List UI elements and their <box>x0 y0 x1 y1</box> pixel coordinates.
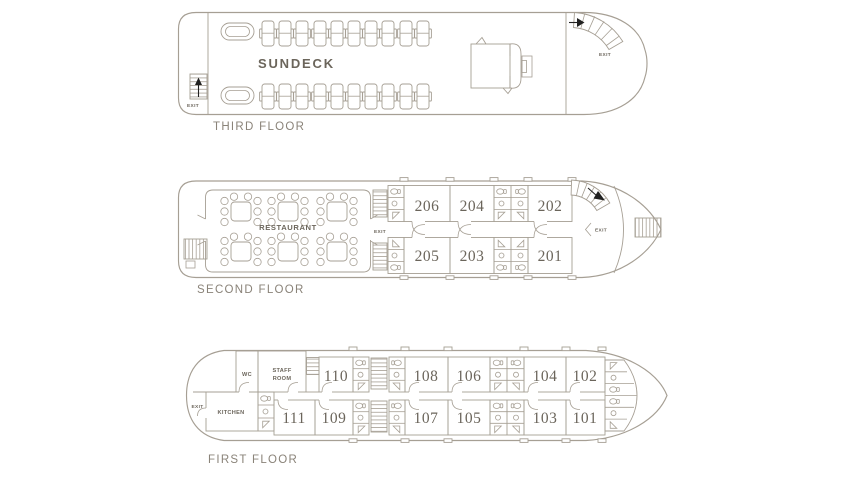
exit-label-first-aft: EXIT <box>191 404 203 410</box>
deck-chair-icon <box>397 20 415 47</box>
deck-chair-icon <box>259 83 277 110</box>
gangway-second <box>634 217 662 238</box>
restaurant-label: RESTAURANT <box>259 223 317 232</box>
kitchen-label: KITCHEN <box>218 410 245 416</box>
bathroom-unit <box>387 237 405 274</box>
stair-up-arrow-icon <box>195 77 202 85</box>
door-swings-second <box>411 219 548 240</box>
cabin-102-number: 102 <box>573 368 598 385</box>
stair-arrow-icon <box>577 18 585 27</box>
cabin-201-number: 201 <box>538 248 563 265</box>
bathroom-unit <box>352 356 370 393</box>
corridor-exit-chevron <box>584 222 592 237</box>
deck-chair-icon <box>276 20 294 47</box>
bathroom-unit <box>257 391 275 432</box>
wc-label: WC <box>242 372 252 378</box>
exit-label-second-fwd: EXIT <box>595 228 607 234</box>
deck-third: EXIT <box>177 11 648 133</box>
deck-chair-icon <box>345 83 363 110</box>
cabin-101-number: 101 <box>573 410 598 427</box>
stair-arrow-icon <box>593 191 605 201</box>
deck-chair-icon <box>259 20 277 47</box>
cabin-105-number: 105 <box>457 410 482 427</box>
cabin-109-number: 109 <box>322 410 347 427</box>
bathroom-unit <box>387 185 405 222</box>
deck-chair-icon <box>345 20 363 47</box>
deck-chair-icon <box>328 20 346 47</box>
cabin-204-number: 204 <box>460 198 485 215</box>
staircase-mid-second <box>372 189 388 271</box>
sun-table-top <box>220 22 255 41</box>
third-floor-label: THIRD FLOOR <box>213 121 305 133</box>
restaurant: RESTAURANT <box>197 189 378 273</box>
sun-table-bottom <box>220 86 255 105</box>
staff-room-label-line1: STAFF <box>272 368 291 374</box>
room-staff: STAFF ROOM <box>257 350 307 393</box>
hull-notches-second <box>399 177 577 280</box>
second-hull-outline <box>177 180 662 279</box>
cabin-206-number: 206 <box>415 198 440 215</box>
staircase-fwd-third <box>569 12 624 51</box>
hull-notches-first <box>348 346 607 443</box>
deck-chair-icon <box>379 20 397 47</box>
deck-chair-icon <box>311 83 329 110</box>
bathroom-unit <box>489 356 525 393</box>
staircase-aft-second <box>183 238 208 269</box>
wheelhouse <box>470 36 533 95</box>
deck-chair-icon <box>311 20 329 47</box>
staff-room-label-line2: ROOM <box>273 376 292 382</box>
door-swings-first <box>238 382 581 410</box>
deck-chair-icon <box>397 83 415 110</box>
deck-chair-icon <box>414 83 432 110</box>
bathroom-unit <box>489 399 525 436</box>
bathroom-unit <box>388 399 406 436</box>
staircase-mid-first <box>370 357 388 433</box>
cabin-110-number: 110 <box>324 368 348 385</box>
bathroom-unit <box>493 237 529 274</box>
staircase-fwd-second <box>570 179 611 212</box>
deck-chair-icon <box>414 20 432 47</box>
exit-label-third-aft: EXIT <box>187 103 199 109</box>
exit-label-second-mid: EXIT <box>374 229 386 235</box>
cabin-111-number: 111 <box>282 410 306 427</box>
bathroom-unit <box>388 356 406 393</box>
exit-label-third-fwd: EXIT <box>599 52 611 58</box>
cabin-108-number: 108 <box>414 368 439 385</box>
bathroom-unit-bow <box>604 359 638 432</box>
deck-chair-icon <box>362 20 380 47</box>
first-floor-label: FIRST FLOOR <box>208 454 298 466</box>
deck-chair-icon <box>293 20 311 47</box>
bathroom-unit <box>352 399 370 436</box>
deck-chair-icon <box>362 83 380 110</box>
deck-chair-icon <box>276 83 294 110</box>
cabin-202-number: 202 <box>538 198 563 215</box>
deck-chair-icon <box>328 83 346 110</box>
deck-chair-icon <box>293 83 311 110</box>
sundeck-label: SUNDECK <box>258 56 335 71</box>
deck-chair-icon <box>379 83 397 110</box>
deck-first: WC STAFF ROOM KITCHEN EXIT 110 108 <box>185 346 668 466</box>
kitchen-door-swing <box>197 407 207 417</box>
cabin-103-number: 103 <box>533 410 558 427</box>
cabin-107-number: 107 <box>414 410 439 427</box>
second-fwd-bulkhead-arc <box>613 185 624 274</box>
second-floor-label: SECOND FLOOR <box>197 284 305 296</box>
staircase-aft-third <box>189 73 208 100</box>
cabin-104-number: 104 <box>533 368 558 385</box>
cabin-106-number: 106 <box>457 368 482 385</box>
bathroom-unit <box>493 185 529 222</box>
cabin-205-number: 205 <box>415 248 440 265</box>
deck-second: RESTAURANT EXIT 206 204 202 205 203 <box>177 177 662 296</box>
cabin-203-number: 203 <box>460 248 485 265</box>
first-hull-outline <box>185 349 668 442</box>
